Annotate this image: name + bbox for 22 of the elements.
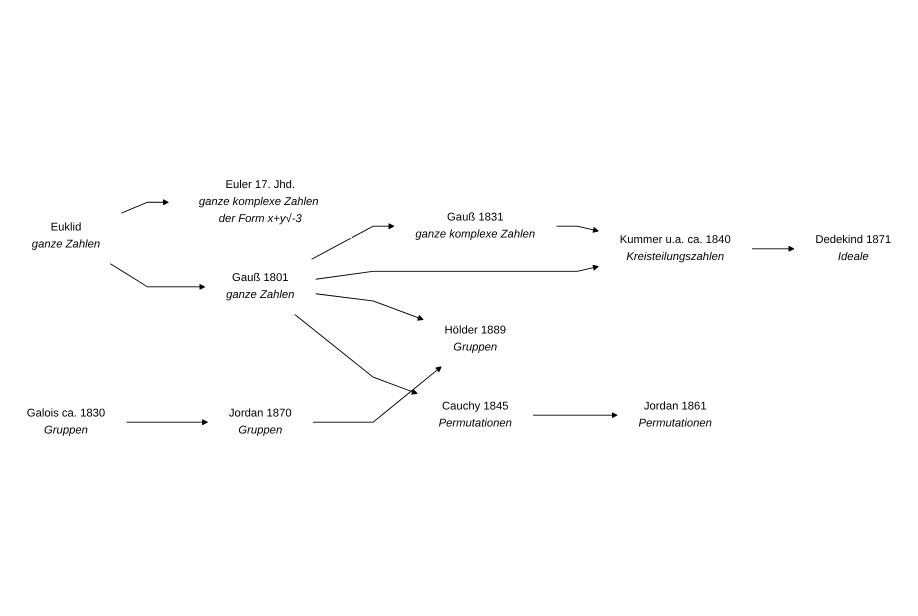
arrow — [126, 419, 208, 426]
node-text: Galois ca. 1830 Gruppen — [26, 407, 106, 436]
arrow — [556, 226, 599, 233]
arrow — [312, 366, 442, 423]
node-text: Hölder 1889 Gruppen — [444, 324, 506, 354]
node-text: Jordan 1861 Permutationen — [638, 400, 712, 430]
arrow — [315, 293, 424, 321]
arrow — [310, 223, 394, 260]
node-text: Jordan 1870 Gruppen — [228, 407, 292, 436]
node-text: Euklid ganze Zahlen — [32, 221, 100, 250]
node-text: Gauß 1801 ganze Zahlen — [226, 272, 294, 301]
arrow — [315, 264, 599, 280]
node-text: Dedekind 1871 Ideale — [815, 234, 892, 263]
arrow — [110, 263, 206, 290]
arrow — [294, 314, 418, 395]
node-text: Euler 17. Jhd. ganze komplexe Zahlen der Form x+y√-3 — [198, 178, 319, 225]
node-text: Gauß 1831 ganze komplexe Zahlen — [415, 211, 536, 240]
node-text: Kummer u.a. ca. 1840 Kreisteilungszahlen — [620, 234, 731, 263]
arrow — [532, 412, 618, 418]
node-text: Cauchy 1845 Permutationen — [438, 400, 512, 430]
arrow — [120, 199, 169, 214]
arrow — [751, 246, 794, 252]
